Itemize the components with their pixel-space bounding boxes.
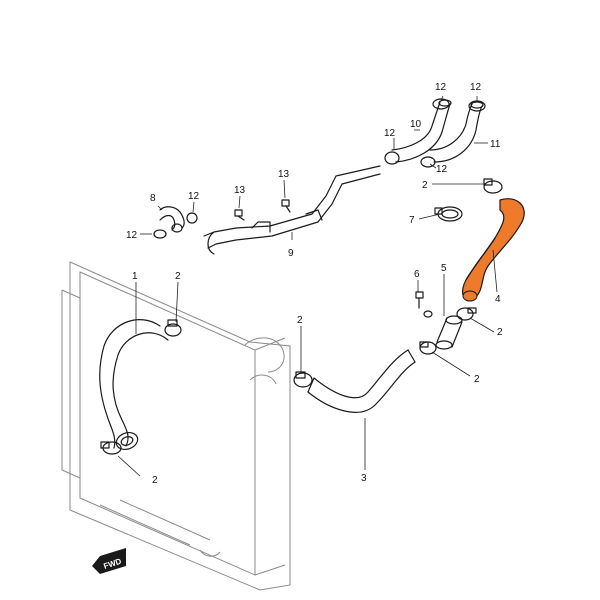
callout-1: 1 (132, 271, 138, 282)
radiator-outline (61, 261, 291, 591)
pipe-fitting-5[interactable] (435, 315, 463, 350)
hose-clamp-12a[interactable] (432, 98, 450, 110)
bolt-13a[interactable] (234, 209, 245, 221)
hose-clamp-12c[interactable] (384, 151, 400, 165)
bolt-13b[interactable] (281, 199, 291, 213)
hose-clamp-7[interactable] (434, 206, 463, 222)
callout-12d: 12 (436, 164, 448, 175)
callout-2c: 2 (297, 315, 303, 326)
callout-2e: 2 (497, 327, 503, 338)
hose-clamp-12d[interactable] (420, 156, 436, 168)
callout-3: 3 (361, 473, 367, 484)
callout-12f: 12 (126, 230, 138, 241)
callout-9: 9 (288, 248, 294, 259)
callout-4: 4 (495, 294, 501, 305)
callout-7: 7 (409, 215, 415, 226)
callout-2f: 2 (422, 180, 428, 191)
pipe-9[interactable] (203, 165, 381, 255)
callout-12a: 12 (435, 82, 447, 93)
hose-8[interactable] (159, 206, 185, 233)
callout-12e: 12 (188, 191, 200, 202)
callout-labels: 1 2 2 2 2 2 2 3 4 5 6 7 8 9 10 11 12 12 … (126, 82, 503, 486)
hose-1[interactable] (99, 319, 169, 453)
callout-12b: 12 (470, 82, 482, 93)
hose-3[interactable] (307, 349, 416, 413)
hose-clamp-2d[interactable] (419, 341, 437, 355)
callout-10: 10 (410, 119, 422, 130)
callout-5: 5 (441, 263, 447, 274)
callout-2b: 2 (152, 475, 158, 486)
hose-clamp-2e[interactable] (456, 307, 477, 321)
callout-12c: 12 (384, 128, 396, 139)
bolt-6[interactable] (415, 291, 433, 318)
hose-clamp-2f[interactable] (483, 178, 503, 194)
callout-8: 8 (150, 193, 156, 204)
callout-11: 11 (490, 139, 501, 150)
leader-lines (117, 95, 498, 477)
hose-clamp-12e[interactable] (186, 212, 198, 224)
callout-13a: 13 (234, 185, 246, 196)
callout-6: 6 (414, 269, 420, 280)
hose-clamp-2b[interactable] (100, 441, 122, 455)
hose-clamp-12f[interactable] (153, 229, 167, 239)
fwd-badge: FWD (92, 548, 126, 574)
hose-clamp-2a[interactable] (164, 319, 182, 337)
callout-13b: 13 (278, 169, 290, 180)
callout-2d: 2 (474, 374, 480, 385)
forward-arrow-icon (92, 548, 126, 574)
callout-2a: 2 (175, 271, 181, 282)
hose-clamp-2c[interactable] (293, 371, 313, 388)
hose-4-highlighted[interactable] (462, 198, 525, 302)
